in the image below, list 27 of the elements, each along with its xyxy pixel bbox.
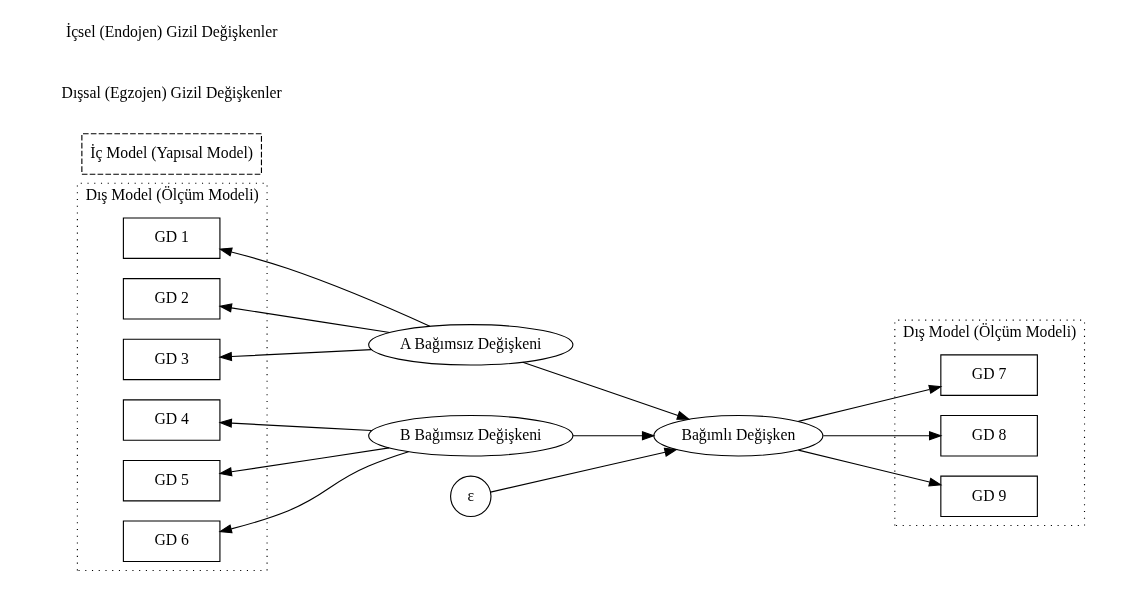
- arrow: [797, 384, 943, 422]
- node-box: GD 7: [940, 354, 1038, 396]
- node-box: GD 4: [122, 399, 221, 441]
- arrow: [522, 361, 691, 420]
- arrow: [218, 349, 372, 362]
- arrow: [797, 449, 943, 487]
- node-box: GD 1: [122, 217, 221, 259]
- node-box: GD 9: [940, 475, 1038, 518]
- arrow: [218, 247, 431, 327]
- node-box: İç Model (Yapısal Model): [81, 133, 262, 175]
- arrow: [572, 431, 656, 441]
- node-ellipse: B Bağımsız Değişkeni: [368, 415, 574, 457]
- node-box: GD 2: [122, 278, 221, 320]
- arrow: [218, 303, 391, 333]
- label: Dışsal (Egzojen) Gizil Değişkenler: [61, 83, 282, 101]
- node-box: GD 8: [940, 415, 1038, 457]
- arrow: [822, 431, 943, 441]
- node-box: GD 5: [122, 459, 221, 502]
- arrow: [218, 447, 390, 477]
- label: İçsel (Endojen) Gizil Değişkenler: [65, 22, 278, 40]
- arrow: [218, 418, 373, 432]
- node-circle: ε: [450, 475, 492, 518]
- arrow: [490, 447, 678, 493]
- arrow: [218, 451, 410, 534]
- node-box: GD 3: [122, 338, 221, 381]
- node-box: GD 6: [122, 520, 221, 562]
- node-ellipse: A Bağımsız Değişkeni: [368, 324, 574, 366]
